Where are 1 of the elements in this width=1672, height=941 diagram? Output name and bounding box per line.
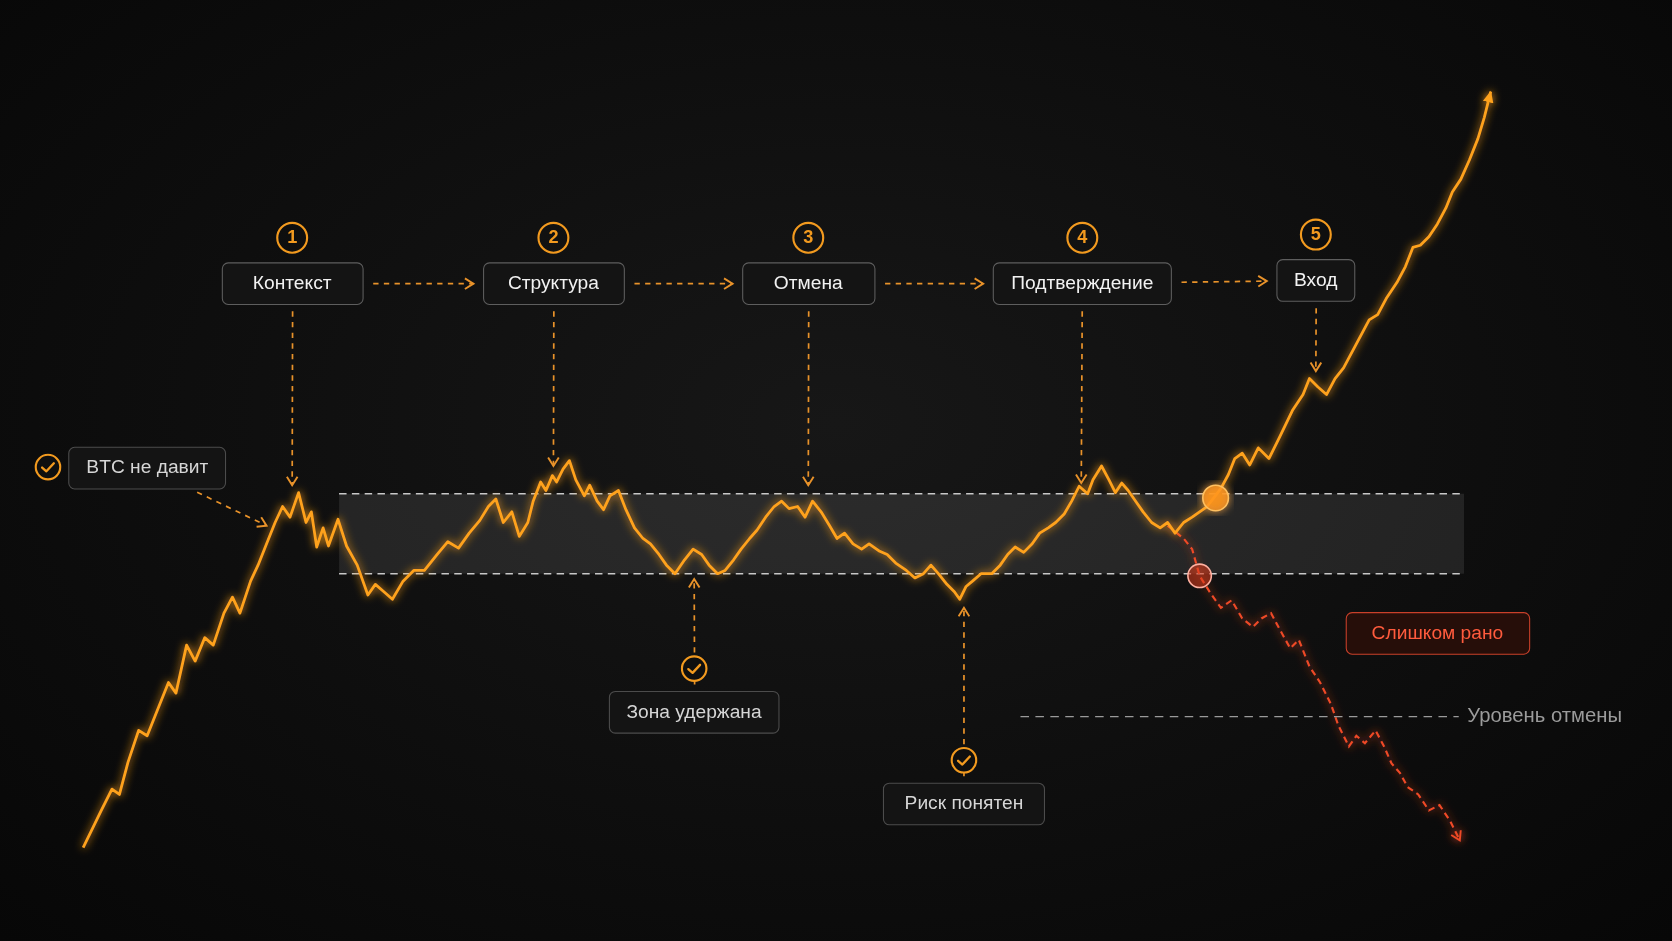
level-label: Уровень отмены [1467,702,1622,729]
